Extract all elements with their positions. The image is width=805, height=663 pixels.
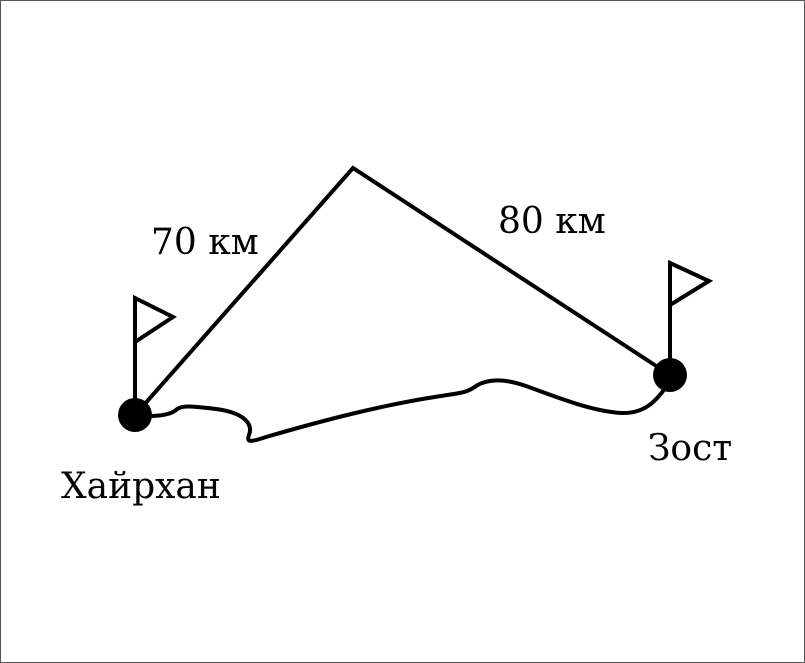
flag-right-icon xyxy=(668,259,714,309)
winding-road xyxy=(133,378,672,443)
point-left xyxy=(118,398,152,432)
straight-route xyxy=(133,165,672,417)
distance-label-right: 80 км xyxy=(498,201,606,242)
distance-label-left: 70 км xyxy=(151,222,259,263)
town-label-left: Хайрхан xyxy=(61,466,221,507)
town-label-right: Зост xyxy=(648,428,732,469)
flag-left-icon xyxy=(133,294,177,346)
point-right xyxy=(653,358,687,392)
